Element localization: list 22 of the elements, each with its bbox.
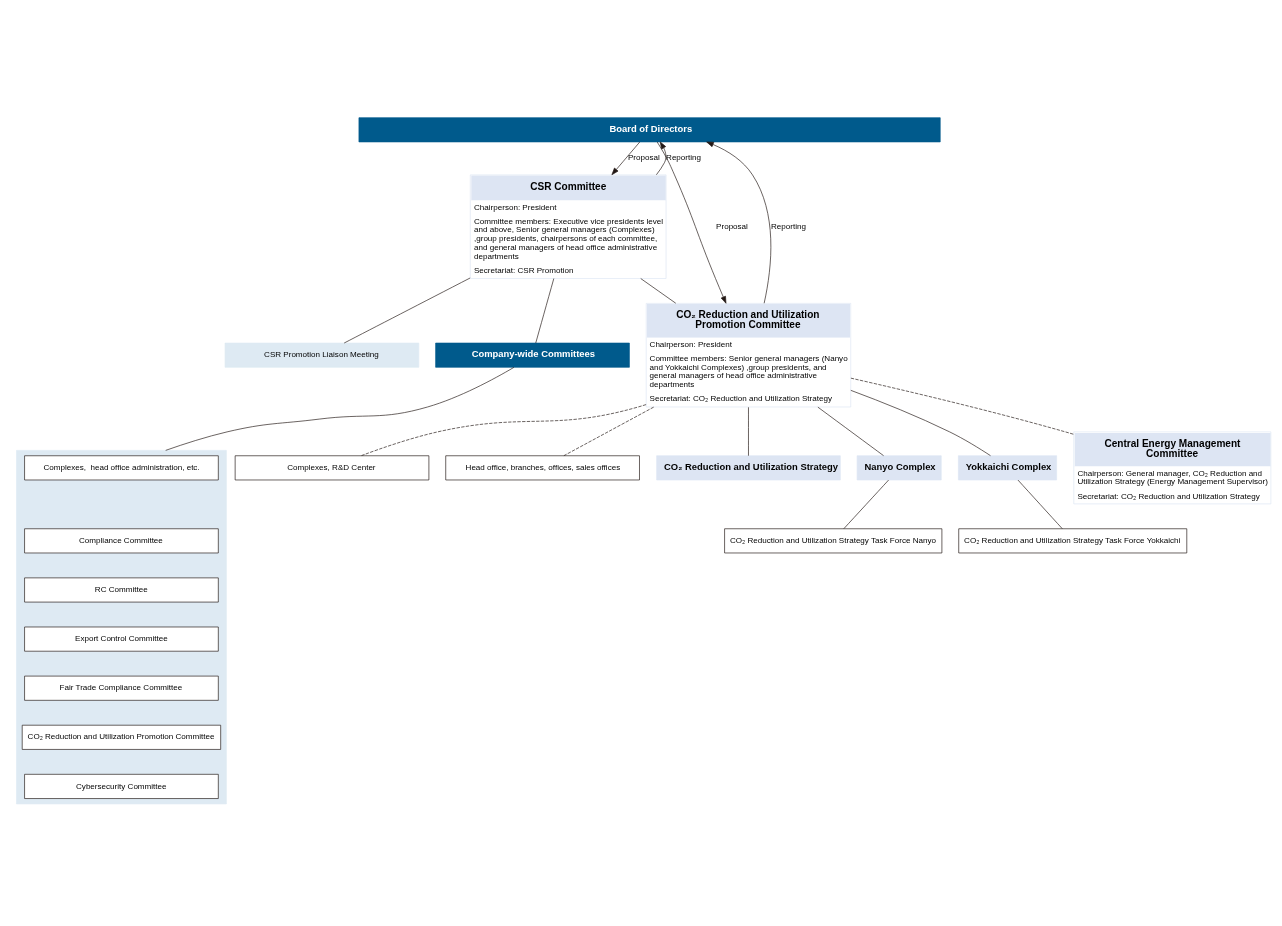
arrow (706, 141, 772, 304)
connector (850, 377, 1074, 435)
node-box: Board of Directors (358, 116, 941, 142)
node-box: Yokkaichi Complex (958, 454, 1057, 480)
connector (748, 406, 749, 456)
connector (1017, 479, 1063, 529)
connector (360, 403, 647, 456)
connector (640, 277, 677, 304)
cluster (16, 449, 227, 804)
node-box: Company-wide Committees (435, 342, 630, 368)
connector (843, 479, 889, 529)
arrow (611, 141, 641, 175)
node-box: CO₂ Reduction and Utilization Strategy (656, 454, 841, 480)
node-box: Nanyo Complex (856, 454, 942, 480)
connector (343, 277, 471, 343)
arrow (656, 141, 667, 175)
connector (165, 366, 515, 451)
arrow (656, 141, 727, 304)
connector (817, 406, 884, 456)
connector (850, 389, 991, 456)
connector (535, 277, 555, 343)
connector (563, 406, 654, 456)
